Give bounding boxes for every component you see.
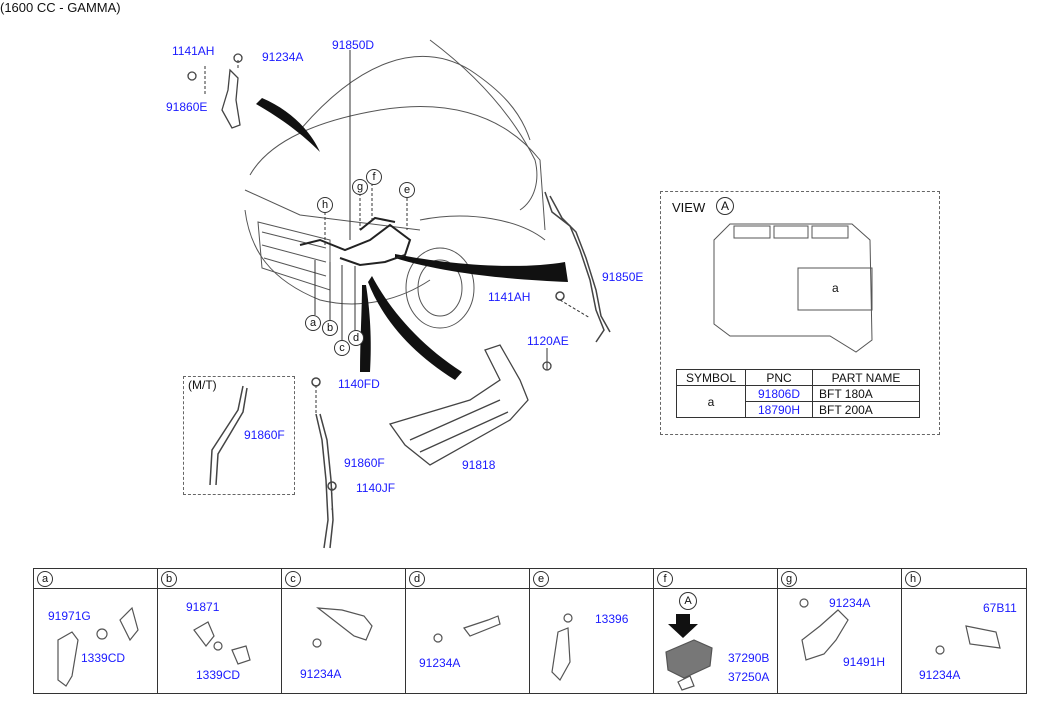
part-label-91234a-top[interactable]: 91234A (262, 50, 304, 64)
callout-h[interactable]: h (317, 197, 333, 213)
detail-cell-b: b 91871 1339CD (157, 569, 282, 693)
leader-arrow-91818 (368, 276, 462, 380)
leader-arrow-91860e (256, 98, 320, 152)
car-body-outline (249, 106, 546, 231)
detail-letter-e: e (533, 571, 549, 587)
car-fender (419, 215, 546, 241)
detail-letter-f: f (657, 571, 673, 587)
bracket-91818 (388, 344, 529, 466)
leader-arrow-91850e (395, 254, 568, 282)
detail-e-bracket (551, 627, 571, 681)
part-label-91860f[interactable]: 91860F (344, 456, 385, 470)
detail-b-cap (193, 621, 215, 647)
part-label-91818[interactable]: 91818 (462, 458, 496, 472)
part-label-91860e[interactable]: 91860E (166, 100, 208, 114)
ground-strap-91860f (315, 413, 329, 549)
callout-c[interactable]: c (334, 340, 350, 356)
table-symbol: a (676, 385, 746, 418)
leader-arrow-down (360, 285, 371, 372)
detail-f-part-2[interactable]: 37250A (728, 670, 770, 684)
detail-f-part-1[interactable]: 37290B (728, 651, 770, 665)
detail-cell-f: f A 37290B 37250A (653, 569, 778, 693)
part-label-1140jf[interactable]: 1140JF (356, 481, 396, 495)
detail-cell-g: g 91234A 91491H (777, 569, 902, 693)
detail-cell-d: d 91234A (405, 569, 530, 693)
callout-a[interactable]: a (305, 315, 321, 331)
fuse-slot-a (797, 267, 873, 311)
detail-letter-c: c (285, 571, 301, 587)
parts-table: SYMBOL PNC PART NAME a 91806D BFT 180A 1… (676, 369, 920, 418)
car-front-outline (244, 209, 431, 305)
detail-c-bracket (316, 607, 373, 641)
ground-strap-mt (209, 385, 244, 486)
detail-letter-a: a (37, 571, 53, 587)
fuse-box-outline (713, 223, 873, 353)
detail-cell-c: c 91234A (281, 569, 406, 693)
detail-c-part-1[interactable]: 91234A (300, 667, 342, 681)
detail-d-bracket (463, 615, 501, 637)
detail-f-arrow (668, 614, 698, 638)
part-label-1141ah-top[interactable]: 1141AH (172, 44, 215, 58)
mt-variant-box (183, 376, 295, 495)
detail-cell-e: e 13396 (529, 569, 654, 693)
detail-e-part-1[interactable]: 13396 (595, 612, 629, 626)
callout-b[interactable]: b (322, 320, 338, 336)
detail-g-bracket (801, 609, 849, 661)
detail-h-bracket (965, 625, 1001, 649)
detail-b-part-2[interactable]: 1339CD (196, 668, 241, 682)
table-header-pnc: PNC (745, 369, 813, 386)
part-label-91850e[interactable]: 91850E (602, 270, 644, 284)
car-hood-outline (299, 56, 531, 141)
detail-cell-a: a 91971G 1339CD (34, 569, 157, 693)
wiring-harness (299, 223, 412, 267)
diagram-title: (1600 CC - GAMMA) (0, 0, 121, 15)
detail-letter-d: d (409, 571, 425, 587)
table-pnc-2[interactable]: 18790H (745, 401, 813, 418)
detail-h-part-1[interactable]: 67B11 (983, 601, 1017, 615)
view-inner-label: a (832, 281, 839, 295)
callout-d[interactable]: d (348, 330, 364, 346)
table-name-1: BFT 180A (812, 385, 920, 402)
callout-f[interactable]: f (366, 169, 382, 185)
detail-letter-b: b (161, 571, 177, 587)
table-header-symbol: SYMBOL (676, 369, 746, 386)
part-label-1141ah-right[interactable]: 1141AH (488, 290, 531, 304)
car-windshield (429, 39, 538, 211)
part-label-1140fd[interactable]: 1140FD (338, 377, 380, 391)
detail-h-part-2[interactable]: 91234A (919, 668, 961, 682)
table-name-2: BFT 200A (812, 401, 920, 418)
callout-g[interactable]: g (352, 179, 368, 195)
table-header-part-name: PART NAME (812, 369, 920, 386)
callout-e[interactable]: e (399, 182, 415, 198)
detail-f-view-marker: A (679, 592, 697, 610)
view-a-box (660, 191, 940, 435)
detail-a-cap (57, 631, 79, 687)
detail-a-part-2[interactable]: 1339CD (81, 651, 126, 665)
detail-g-part-2[interactable]: 91491H (843, 655, 886, 669)
detail-d-part-1[interactable]: 91234A (419, 656, 461, 670)
detail-b-part-1[interactable]: 91871 (186, 600, 220, 614)
part-label-1120ae[interactable]: 1120AE (527, 334, 569, 348)
car-grille (257, 221, 331, 291)
detail-g-part-1[interactable]: 91234A (829, 596, 871, 610)
bracket-91860e (221, 68, 241, 129)
detail-strip: a 91971G 1339CD b 91871 1339CD c 91234A … (33, 568, 1027, 694)
detail-letter-h: h (905, 571, 921, 587)
detail-cell-h: h 67B11 91234A (901, 569, 1027, 693)
detail-f-relay (665, 639, 713, 679)
part-label-91860f-mt[interactable]: 91860F (244, 428, 285, 442)
table-pnc-1[interactable]: 91806D (745, 385, 813, 402)
detail-letter-g: g (781, 571, 797, 587)
car-wheel (405, 247, 475, 329)
part-label-91850d[interactable]: 91850D (332, 38, 375, 52)
view-marker: A (716, 197, 734, 215)
battery-cable-91850e (544, 191, 605, 343)
detail-a-part-1[interactable]: 91971G (48, 609, 91, 623)
mt-label: (M/T) (188, 378, 217, 392)
view-label: VIEW (672, 200, 706, 215)
